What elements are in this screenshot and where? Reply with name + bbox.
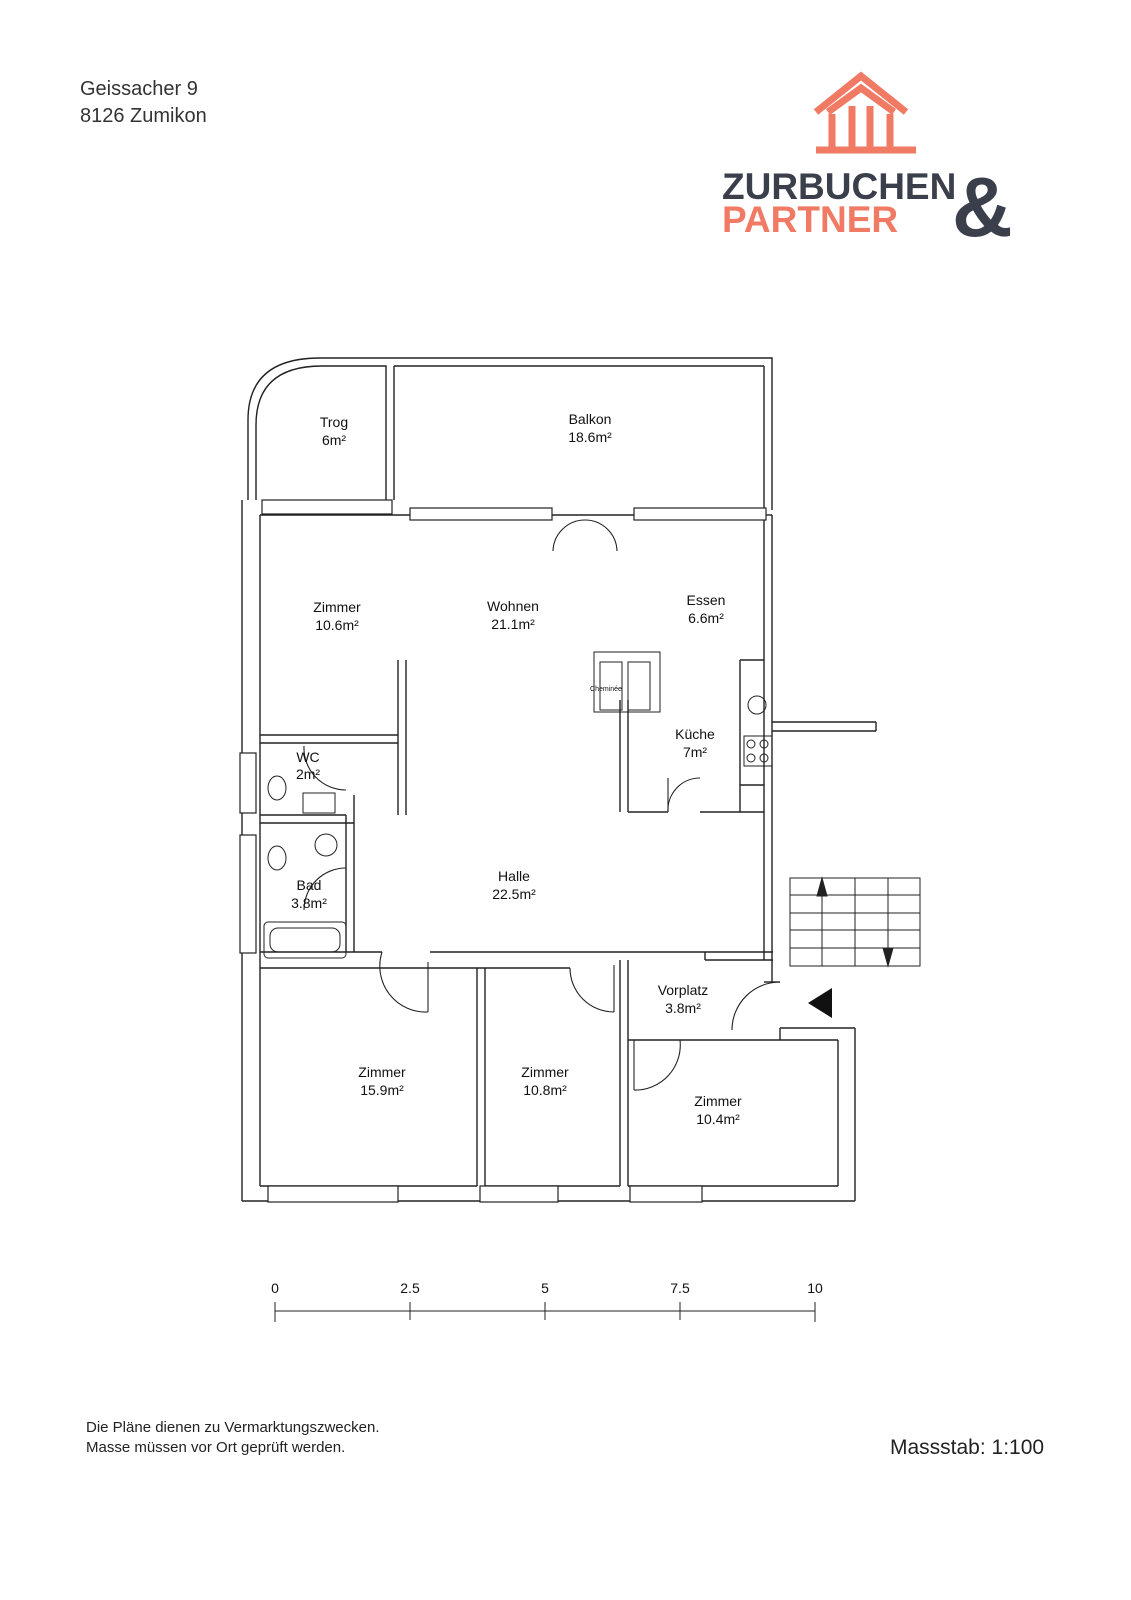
room-essen-name: Essen (687, 592, 726, 608)
logo-ampersand: & (952, 160, 1013, 246)
address-street: Geissacher 9 (80, 78, 198, 100)
room-wohnen-area: 21.1m² (491, 616, 535, 632)
room-halle-name: Halle (498, 868, 530, 884)
company-logo: ZURBUCHEN PARTNER & (722, 71, 1013, 246)
stair-up-arrow-icon (816, 876, 828, 897)
room-wc-area: 2m² (296, 766, 320, 782)
house-icon (813, 71, 916, 154)
room-zimmer-3-name: Zimmer (521, 1064, 569, 1080)
room-bad-area: 3.8m² (291, 895, 327, 911)
scale-label: Massstab: 1:100 (890, 1436, 1045, 1459)
fireplace-label: Cheminée (590, 686, 622, 693)
scale-tick-2-5: 2.5 (400, 1280, 420, 1296)
room-zimmer-3-area: 10.8m² (523, 1082, 567, 1098)
room-zimmer-2-area: 15.9m² (360, 1082, 404, 1098)
room-trog-area: 6m² (322, 432, 346, 448)
room-kueche-name: Küche (675, 726, 715, 742)
doors (303, 519, 781, 1091)
stairs (789, 876, 921, 968)
scale-tick-10: 10 (807, 1280, 823, 1296)
room-zimmer-2-name: Zimmer (358, 1064, 406, 1080)
logo-line1: ZURBUCHEN (722, 166, 956, 207)
room-trog-name: Trog (320, 414, 348, 430)
windows (239, 499, 767, 1203)
room-essen-area: 6.6m² (688, 610, 724, 626)
logo-line2: PARTNER (722, 199, 898, 240)
fixtures (263, 651, 773, 959)
room-vorplatz-area: 3.8m² (665, 1000, 701, 1016)
walls (241, 357, 877, 1202)
scale-tick-5: 5 (541, 1280, 549, 1296)
entrance-arrow-icon (808, 988, 832, 1018)
room-kueche-area: 7m² (683, 744, 707, 760)
room-bad-name: Bad (297, 877, 322, 893)
room-balkon-name: Balkon (569, 411, 612, 427)
room-balkon-area: 18.6m² (568, 429, 612, 445)
room-zimmer-1-name: Zimmer (313, 599, 361, 615)
room-zimmer-4-area: 10.4m² (696, 1111, 740, 1127)
disclaimer-line2: Masse müssen vor Ort geprüft werden. (86, 1439, 346, 1456)
room-halle-area: 22.5m² (492, 886, 536, 902)
stair-down-arrow-icon (882, 947, 894, 968)
room-vorplatz-name: Vorplatz (658, 982, 709, 998)
scale-tick-0: 0 (271, 1280, 279, 1296)
room-wc-name: WC (296, 749, 319, 765)
room-labels: Trog 6m² Balkon 18.6m² Zimmer 10.6m² Woh… (291, 411, 742, 1127)
room-zimmer-4-name: Zimmer (694, 1093, 742, 1109)
room-wohnen-name: Wohnen (487, 598, 539, 614)
disclaimer: Die Pläne dienen zu Vermarktungszwecken.… (86, 1418, 380, 1458)
scale-bar: 0 2.5 5 7.5 10 (271, 1280, 823, 1322)
address-block: Geissacher 9 8126 Zumikon (80, 76, 207, 130)
address-city: 8126 Zumikon (80, 105, 207, 127)
scale-tick-7-5: 7.5 (670, 1280, 690, 1296)
room-zimmer-1-area: 10.6m² (315, 617, 359, 633)
disclaimer-line1: Die Pläne dienen zu Vermarktungszwecken. (86, 1419, 380, 1436)
